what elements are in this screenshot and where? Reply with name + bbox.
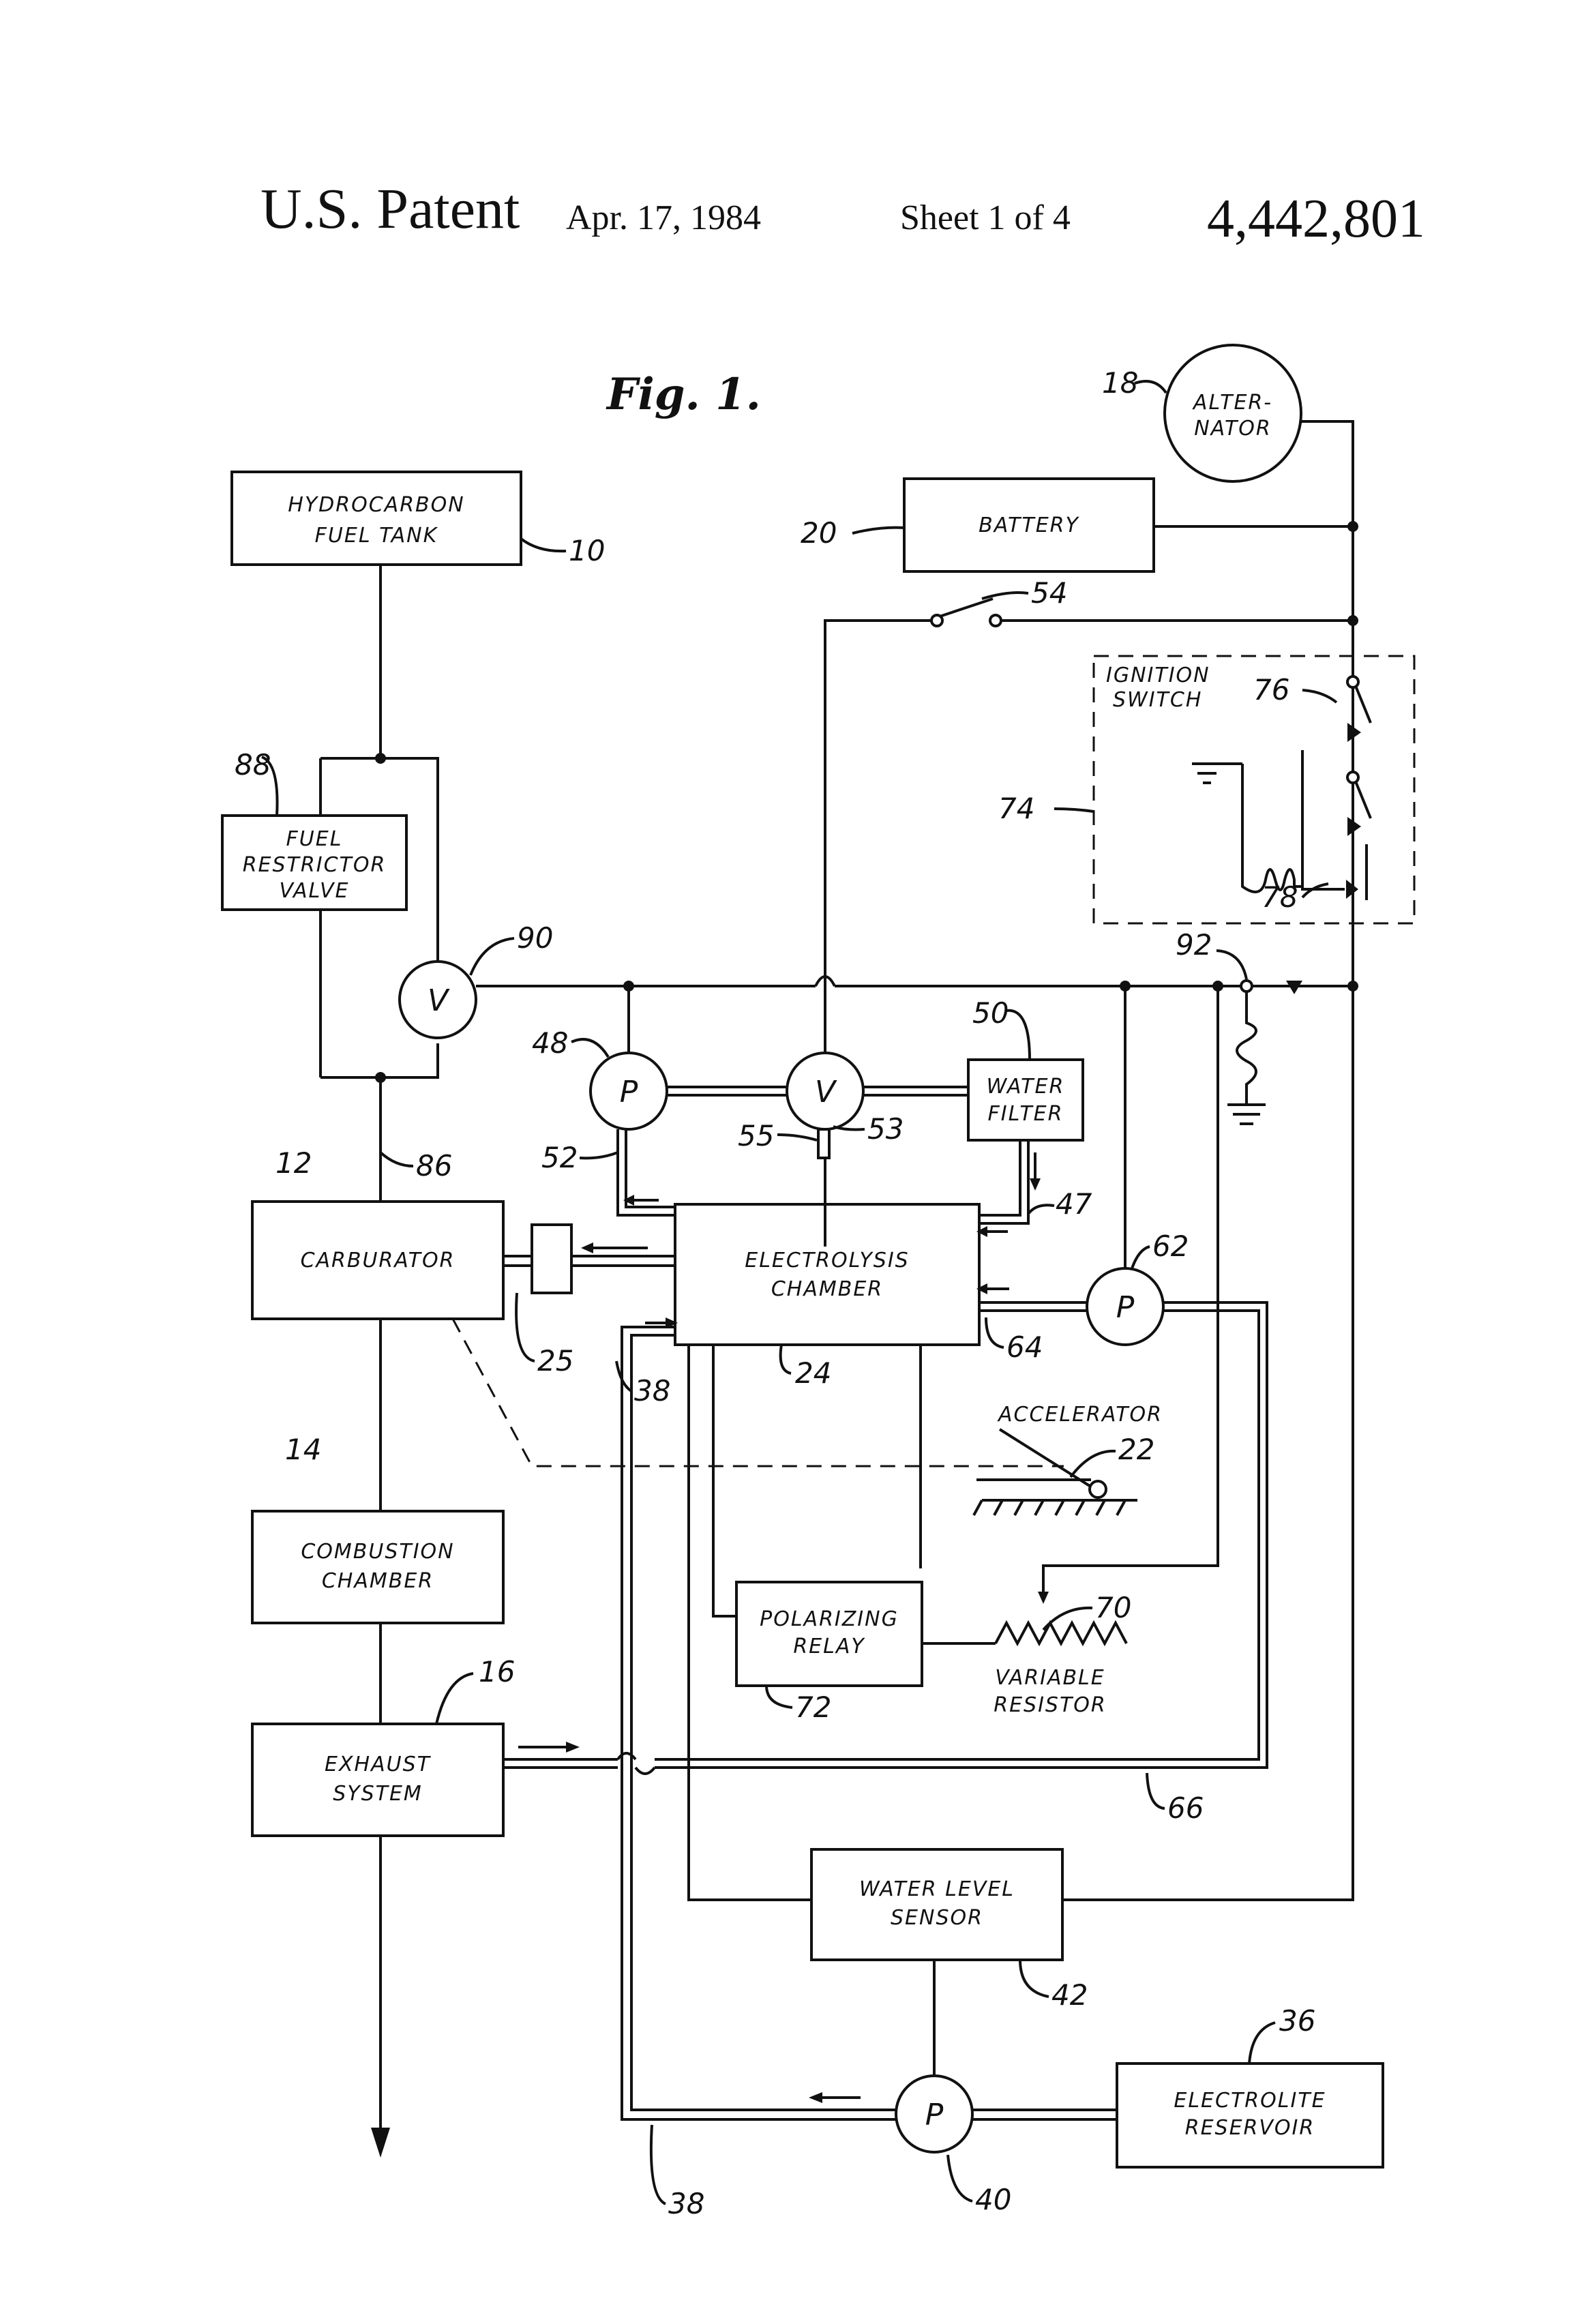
ref-18: 18 <box>1102 366 1138 400</box>
reservoir-label-2: RESERVOIR <box>1185 2116 1315 2140</box>
alternator-label-2: NATOR <box>1194 417 1272 441</box>
ref-50: 50 <box>972 996 1009 1030</box>
pump-48: P <box>591 986 667 1129</box>
electrolysis-label-2: CHAMBER <box>771 1277 883 1301</box>
water-level-sensor-block: WATER LEVEL SENSOR <box>811 1849 1062 1960</box>
ref-12: 12 <box>275 1146 312 1180</box>
ref-62: 62 <box>1152 1230 1189 1263</box>
polarizing-label-2: RELAY <box>793 1635 865 1658</box>
ref-48: 48 <box>532 1026 568 1060</box>
resistor-label-1: VARIABLE <box>995 1666 1105 1690</box>
ref-22: 22 <box>1118 1433 1154 1466</box>
exhaust-label-2: SYSTEM <box>333 1782 423 1806</box>
valve-53: V <box>787 986 863 1158</box>
ref-10: 10 <box>569 534 605 567</box>
pump-62-symbol: P <box>1116 1290 1135 1325</box>
valve-90-symbol: V <box>428 983 450 1018</box>
water-filter-block: WATER FILTER <box>968 1060 1083 1140</box>
combustion-chamber-block: COMBUSTION CHAMBER <box>252 1511 503 1623</box>
ref-16: 16 <box>479 1655 515 1688</box>
valve-53-symbol: V <box>815 1075 837 1109</box>
electrolysis-chamber-block: ELECTROLYSIS CHAMBER <box>675 1204 979 1345</box>
combustion-label-2: CHAMBER <box>322 1569 434 1593</box>
fuel-tank-block: HYDROCARBON FUEL TANK <box>232 472 521 565</box>
ignition-label-1: IGNITION <box>1106 664 1210 687</box>
ref-14: 14 <box>285 1433 321 1466</box>
ref-24: 24 <box>795 1356 831 1390</box>
polarizing-relay-block: POLARIZING RELAY <box>736 1582 922 1686</box>
restrictor-label-2: RESTRICTOR <box>243 853 387 877</box>
figure-title: Fig. 1. <box>606 369 761 420</box>
carburator-link <box>503 1225 675 1293</box>
valve-90: V <box>400 962 476 1038</box>
pump-48-symbol: P <box>620 1075 638 1109</box>
water-level-label-2: SENSOR <box>891 1906 983 1930</box>
ref-55: 55 <box>738 1119 774 1152</box>
electrolyte-pipe-38 <box>622 1317 1117 2119</box>
ref-76: 76 <box>1253 673 1289 706</box>
fuel-restrictor-valve-block: FUEL RESTRICTOR VALVE <box>222 816 406 910</box>
exhaust-pipe <box>503 1742 689 1774</box>
alternator-block: ALTER- NATOR <box>1165 345 1301 481</box>
water-filter-label-1: WATER <box>987 1075 1065 1099</box>
ref-52: 52 <box>541 1141 578 1174</box>
ignition-label-2: SWITCH <box>1113 688 1202 712</box>
ref-92: 92 <box>1176 928 1212 962</box>
combustion-label-1: COMBUSTION <box>301 1540 454 1564</box>
water-filter-label-2: FILTER <box>988 1102 1064 1126</box>
carburator-label: CARBURATOR <box>301 1249 456 1272</box>
pump-40: P <box>896 1960 972 2152</box>
carburator-block: CARBURATOR <box>252 1202 503 1319</box>
electrolysis-label-1: ELECTROLYSIS <box>745 1249 909 1272</box>
exhaust-system-block: EXHAUST SYSTEM <box>252 1724 503 1836</box>
fuel-line <box>320 565 438 2158</box>
reservoir-label-1: ELECTROLITE <box>1174 2089 1326 2113</box>
ref-64: 64 <box>1006 1330 1043 1364</box>
restrictor-label-3: VALVE <box>279 879 349 903</box>
ref-70: 70 <box>1095 1591 1131 1624</box>
ref-74: 74 <box>998 792 1034 825</box>
ref-42: 42 <box>1051 1978 1088 2012</box>
ref-78: 78 <box>1262 880 1298 914</box>
ref-88: 88 <box>235 748 271 781</box>
ref-20: 20 <box>801 516 837 550</box>
ref-38-upper: 38 <box>634 1374 670 1407</box>
ref-25: 25 <box>537 1344 573 1377</box>
ref-54: 54 <box>1031 576 1067 610</box>
pump-62: P <box>976 986 1163 1345</box>
exhaust-label-1: EXHAUST <box>325 1753 432 1776</box>
fuel-tank-label-1: HYDROCARBON <box>288 493 464 517</box>
restrictor-label-1: FUEL <box>286 827 343 851</box>
electrolite-reservoir-block: ELECTROLITE RESERVOIR <box>1117 2064 1383 2167</box>
ref-38-lower: 38 <box>668 2187 704 2220</box>
ref-86: 86 <box>416 1149 452 1182</box>
battery-block: BATTERY <box>904 479 1154 571</box>
ref-40: 40 <box>975 2183 1011 2216</box>
resistor-label-2: RESISTOR <box>994 1693 1107 1717</box>
ref-72: 72 <box>795 1690 831 1724</box>
water-level-label-1: WATER LEVEL <box>859 1877 1015 1901</box>
fuel-tank-label-2: FUEL TANK <box>315 524 438 548</box>
ref-36: 36 <box>1279 2004 1315 2038</box>
battery-label: BATTERY <box>979 513 1079 537</box>
ref-47: 47 <box>1056 1187 1092 1221</box>
ref-53: 53 <box>867 1112 904 1146</box>
alternator-label-1: ALTER- <box>1192 391 1272 415</box>
ref-90: 90 <box>517 921 553 955</box>
polarizing-label-1: POLARIZING <box>760 1607 899 1631</box>
accelerator-label: ACCELERATOR <box>997 1403 1163 1427</box>
pump-40-symbol: P <box>925 2098 944 2132</box>
ref-66: 66 <box>1167 1791 1204 1825</box>
